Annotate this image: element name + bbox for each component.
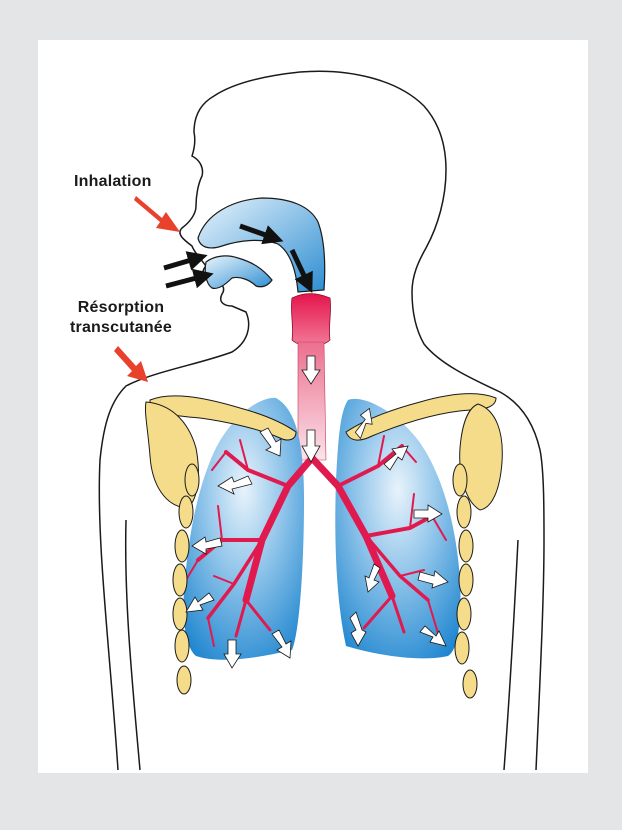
- oral-cavity: [205, 256, 272, 288]
- resorption-label-line2: transcutanée: [70, 318, 172, 338]
- resorption-label-line1: Résorption: [70, 298, 172, 318]
- inhalation-red-arrow-icon: [134, 196, 180, 232]
- skin-red-arrow-icon: [114, 346, 148, 382]
- resorption-label: Résorption transcutanée: [70, 298, 172, 338]
- left-arm-line: [126, 520, 140, 770]
- right-arm-line: [504, 540, 518, 770]
- inhalation-label: Inhalation: [74, 172, 152, 192]
- right-scapula: [460, 404, 503, 510]
- larynx: [291, 294, 330, 347]
